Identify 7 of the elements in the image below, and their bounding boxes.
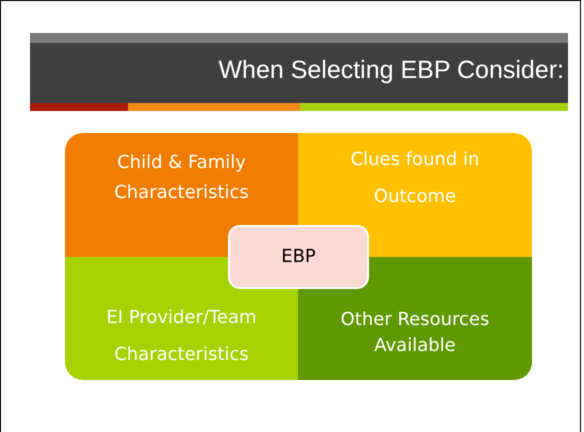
quadrant-label: EBP: [280, 245, 317, 269]
quadrant-label: EI Provider/Team Characteristics: [105, 306, 258, 366]
slide-title: When Selecting EBP Consider:: [218, 56, 564, 85]
quadrant-label: Other Resources Available: [340, 308, 490, 358]
quadrant-label: Child & Family Characteristics: [113, 151, 250, 205]
center-box: [228, 225, 369, 289]
quadrant-label: Clues found in Outcome: [350, 148, 480, 209]
